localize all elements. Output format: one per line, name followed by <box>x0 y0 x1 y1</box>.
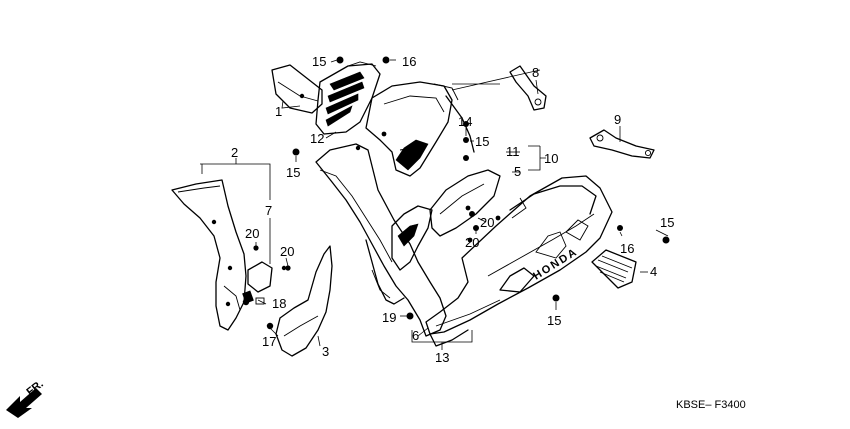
callout-7: 7 <box>265 203 272 218</box>
callout-20b: 20 <box>280 244 294 259</box>
callout-17: 17 <box>262 334 276 349</box>
leader-lines <box>200 59 669 350</box>
part-3-cover <box>275 245 333 357</box>
callout-10: 10 <box>544 151 558 166</box>
callout-8: 8 <box>532 65 539 80</box>
part-8-bracket <box>509 65 547 111</box>
callout-19: 19 <box>382 310 396 325</box>
callout-6: 6 <box>412 328 419 343</box>
callout-14: 14 <box>458 114 472 129</box>
callout-20a: 20 <box>245 226 259 241</box>
front-direction-arrow: FR. <box>6 378 46 418</box>
part-upper-cowl <box>355 81 475 177</box>
callout-1: 1 <box>275 104 282 119</box>
callout-16b: 16 <box>620 241 634 256</box>
part-7-plate <box>242 261 273 305</box>
callout-5: 5 <box>514 164 521 179</box>
callout-16a: 16 <box>402 54 416 69</box>
callout-12: 12 <box>310 131 324 146</box>
part-2-left-cover <box>171 179 247 331</box>
part-4-grille <box>591 249 637 289</box>
callout-13: 13 <box>435 350 449 365</box>
callout-11: 11 <box>506 144 520 159</box>
callout-15d: 15 <box>660 215 674 230</box>
callout-15b: 15 <box>475 134 489 149</box>
callout-15e: 15 <box>547 313 561 328</box>
part-12-air-duct <box>315 61 381 135</box>
callout-20c: 20 <box>480 215 494 230</box>
bolt-icon <box>242 56 670 330</box>
part-13-lower-cowl: HONDA <box>425 175 613 347</box>
svg-text:HONDA: HONDA <box>531 246 580 283</box>
part-center-fairing <box>315 143 501 337</box>
callout-20d: 20 <box>465 235 479 250</box>
callout-4: 4 <box>650 264 657 279</box>
callout-9: 9 <box>614 112 621 127</box>
callout-15c: 15 <box>286 165 300 180</box>
callout-2: 2 <box>231 145 238 160</box>
callout-15a: 15 <box>312 54 326 69</box>
diagram-code: KBSE– F3400 <box>676 399 746 411</box>
callout-18: 18 <box>272 296 286 311</box>
callout-labels: 1 2 3 4 5 6 7 8 9 10 11 12 13 14 15 15 1… <box>231 54 674 365</box>
callout-3: 3 <box>322 344 329 359</box>
part-9-bracket <box>589 129 655 159</box>
